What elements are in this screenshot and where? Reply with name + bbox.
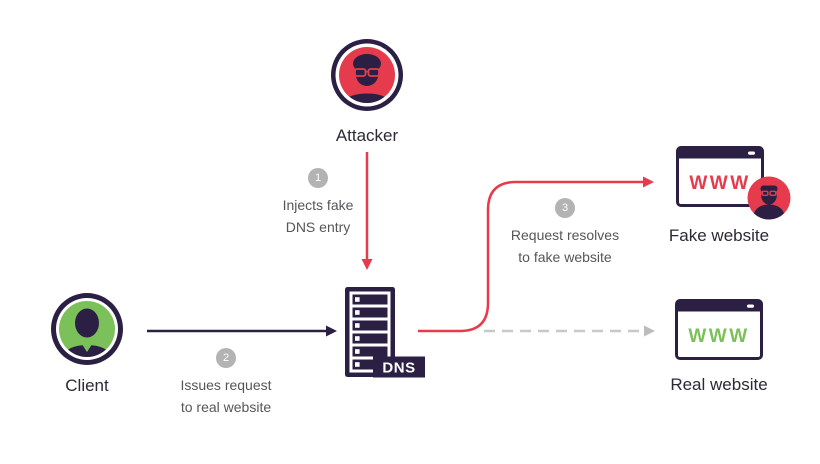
step-3-text-line1: Request resolves — [510, 227, 620, 243]
step-3-badge: 3 — [555, 198, 575, 218]
browser-title-bar — [676, 300, 762, 312]
browser-minimize-dash — [748, 151, 755, 155]
real-website-label: Real website — [670, 375, 768, 394]
fake-website-browser-icon: WWW — [676, 146, 791, 220]
step-1: 1 Injects fake DNS entry — [250, 168, 386, 238]
browser-title-bar — [677, 147, 763, 159]
step-3: 3 Request resolves to fake website — [497, 198, 633, 268]
step-1-badge: 1 — [308, 168, 328, 188]
hacker-badge-icon — [747, 176, 791, 220]
browser-minimize-dash — [747, 304, 754, 308]
client-avatar-icon — [51, 293, 123, 365]
real-website-browser-icon: WWW — [675, 299, 763, 360]
dns-badge — [373, 356, 425, 378]
fake-website-www-text: WWW — [689, 173, 750, 194]
step-2: 2 Issues request to real website — [158, 348, 294, 418]
dns-server-icon: DNS — [345, 287, 425, 378]
step-1-text-line2: DNS entry — [285, 219, 351, 235]
attacker-avatar-icon — [331, 39, 403, 111]
step-2-badge: 2 — [216, 348, 236, 368]
real-website-www-text: WWW — [688, 326, 749, 347]
step-3-text-line2: to fake website — [518, 249, 612, 265]
arrow-dns-to-fake-website — [418, 176, 654, 333]
server-slots — [352, 294, 388, 370]
step-2-text-line2: to real website — [180, 399, 272, 415]
step-1-text-line1: Injects fake — [282, 197, 354, 213]
attacker-label: Attacker — [335, 126, 399, 145]
client-label: Client — [65, 376, 109, 395]
fake-website-label: Fake website — [668, 226, 770, 245]
step-2-text-line1: Issues request — [180, 377, 272, 393]
dns-badge-label: DNS — [382, 360, 415, 377]
